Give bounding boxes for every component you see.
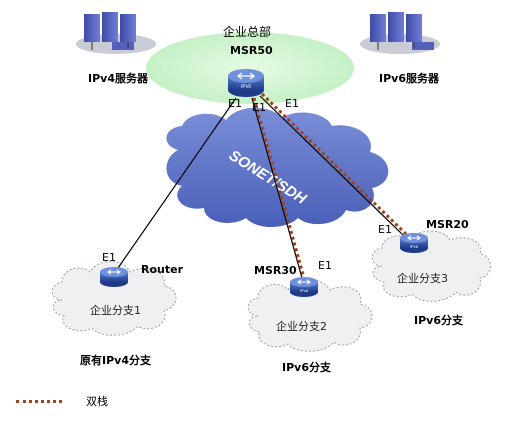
ipv4-router-icon [100, 267, 128, 287]
headquarters-zone [146, 32, 354, 104]
link-hq-ipv4-branch [117, 97, 237, 269]
legend-dual-stack-label: 双栈 [86, 395, 108, 408]
hq-port-label: E1 [252, 101, 266, 114]
hq-port-label: E1 [228, 97, 242, 110]
branch-cloud-3 [371, 230, 491, 302]
ipv6-server-icon [360, 12, 440, 54]
branch-cloud-1 [51, 261, 177, 336]
msr50-router-icon: IPv6 [228, 69, 264, 97]
link-hq-msr30-dualstack [252, 97, 306, 279]
ipv4-server-label: IPv4服务器 [88, 72, 148, 85]
legend-dual-stack-swatch [16, 400, 62, 403]
svg-text:IPv6: IPv6 [410, 244, 419, 249]
sonet-sdh-cloud [166, 107, 389, 227]
branch3-router-label: MSR20 [426, 218, 469, 231]
branch1-router-label: Router [141, 263, 184, 276]
branch2-cloud-label: 企业分支2 [276, 320, 327, 333]
ipv6-server-label: IPv6服务器 [379, 72, 439, 85]
link-hq-msr30 [251, 97, 303, 279]
branch3-port-label: E1 [378, 223, 392, 236]
branch-cloud-2 [247, 279, 373, 352]
msr20-router-icon: IPv6 [400, 233, 428, 253]
branch3-caption: IPv6分支 [414, 314, 463, 327]
msr50-label: MSR50 [230, 44, 273, 57]
hq-port-label: E1 [285, 97, 299, 110]
branch2-port-label: E1 [318, 259, 332, 272]
branch1-caption: 原有IPv4分支 [80, 354, 151, 367]
ipv4-server-icon [76, 12, 156, 54]
headquarters-label: 企业总部 [223, 25, 272, 39]
branch2-router-label: MSR30 [254, 264, 297, 277]
branch1-cloud-label: 企业分支1 [90, 304, 141, 317]
link-hq-msr20 [259, 95, 405, 237]
branch1-port-label: E1 [102, 251, 116, 264]
branch3-cloud-label: 企业分支3 [397, 272, 448, 285]
svg-text:IPv6: IPv6 [300, 288, 309, 293]
branch2-caption: IPv6分支 [282, 361, 331, 374]
svg-text:IPv6: IPv6 [241, 84, 251, 90]
msr30-router-icon: IPv6 [290, 277, 318, 297]
